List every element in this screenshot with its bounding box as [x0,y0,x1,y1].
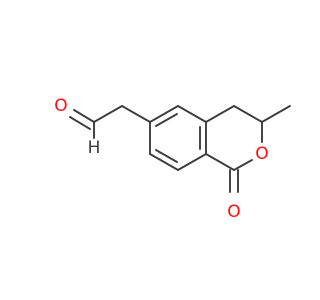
bond-c4a-c4 [205,105,235,123]
bond-c8a-c1 [205,153,235,171]
bond-c6-c5 [149,105,179,123]
bond-c8-c7 [149,153,179,171]
structure-diagram: O H O O [54,96,291,222]
aldehyde-hydrogen-label: H [88,138,101,158]
aldehyde-oxygen-label: O [54,96,67,116]
bond-cho-o-a [73,109,95,123]
bond-c6-ch2 [121,105,151,123]
aromatic-bond-inner-3 [155,149,178,163]
bond-c3-methyl [261,105,291,123]
bond-ch2-cho [93,105,123,123]
bond-c8a-c8 [177,153,207,171]
molecule-canvas: O H O O [54,96,291,222]
aromatic-bond-inner-1 [155,113,178,127]
carbonyl-oxygen-label: O [227,202,240,222]
bond-cho-o-b [69,116,91,130]
bond-c1-o2 [233,159,253,171]
bond-c4-c3 [233,105,263,123]
ring-oxygen-label: O [255,144,268,164]
bond-c5-c4a [177,105,207,123]
